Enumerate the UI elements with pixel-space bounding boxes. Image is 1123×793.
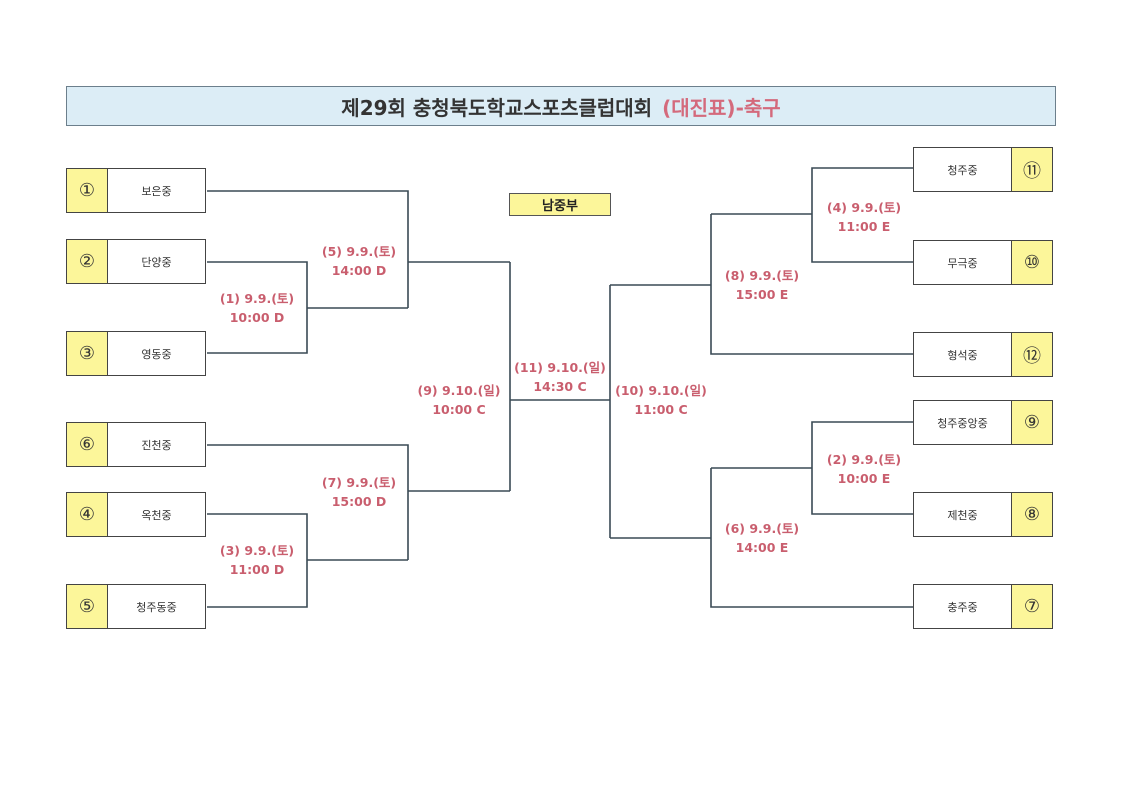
match-date: (8) 9.9.(토) — [724, 268, 800, 283]
match-label-6: (6) 9.9.(토) 14:00 E — [725, 519, 799, 557]
seed-number: ⑩ — [1011, 241, 1052, 284]
team-name: 옥천중 — [141, 508, 172, 522]
match-label-8: (8) 9.9.(토) 15:00 E — [725, 266, 799, 304]
line-m5 — [207, 190, 510, 308]
team-name: 진천중 — [141, 438, 172, 452]
match-time: 11:00 E — [837, 219, 891, 234]
seed-number: ⑦ — [1011, 585, 1052, 628]
match-label-3: (3) 9.9.(토) 11:00 D — [220, 541, 294, 579]
team-name: 제천중 — [947, 508, 978, 522]
line-m8 — [610, 214, 913, 355]
match-date: (9) 9.10.(일) — [417, 383, 501, 398]
bracket-title: 제29회 충청북도학교스포츠클럽대회 (대진표)-축구 — [66, 86, 1056, 126]
team-slot-right-1: 청주중 ⑪ — [913, 147, 1053, 192]
match-time: 14:30 C — [533, 379, 587, 394]
line-m6 — [610, 468, 913, 608]
team-slot-left-1: ① 보은중 — [66, 168, 206, 213]
team-name: 영동중 — [141, 347, 172, 361]
team-name: 단양중 — [141, 255, 172, 269]
team-name: 보은중 — [141, 184, 172, 198]
team-slot-right-6: 충주중 ⑦ — [913, 584, 1053, 629]
seed-number: ⑥ — [67, 423, 108, 466]
match-label-1: (1) 9.9.(토) 10:00 D — [220, 289, 294, 327]
team-slot-left-2: ② 단양중 — [66, 239, 206, 284]
match-date: (6) 9.9.(토) — [724, 521, 800, 536]
team-slot-left-4: ⑥ 진천중 — [66, 422, 206, 467]
match-label-2: (2) 9.9.(토) 10:00 E — [827, 450, 901, 488]
title-main: 제29회 충청북도학교스포츠클럽대회 — [341, 95, 653, 120]
title-accent: (대진표)-축구 — [662, 95, 781, 120]
line-m7 — [207, 444, 510, 560]
seed-number: ① — [67, 169, 108, 212]
team-slot-left-5: ④ 옥천중 — [66, 492, 206, 537]
match-label-9: (9) 9.10.(일) 10:00 C — [418, 381, 501, 419]
match-label-7: (7) 9.9.(토) 15:00 D — [322, 473, 396, 511]
match-time: 15:00 D — [331, 494, 387, 509]
team-slot-right-2: 무극중 ⑩ — [913, 240, 1053, 285]
match-time: 11:00 C — [634, 402, 688, 417]
team-slot-right-5: 제천중 ⑧ — [913, 492, 1053, 537]
match-label-5: (5) 9.9.(토) 14:00 D — [322, 242, 396, 280]
match-time: 14:00 D — [331, 263, 387, 278]
team-slot-right-3: 형석중 ⑫ — [913, 332, 1053, 377]
match-label-4: (4) 9.9.(토) 11:00 E — [827, 198, 901, 236]
match-time: 10:00 D — [229, 310, 285, 325]
match-label-11: (11) 9.10.(일) 14:30 C — [514, 358, 606, 396]
match-date: (1) 9.9.(토) — [219, 291, 295, 306]
team-name: 청주중앙중 — [937, 416, 988, 430]
match-date: (4) 9.9.(토) — [826, 200, 902, 215]
match-date: (10) 9.10.(일) — [615, 383, 707, 398]
match-time: 10:00 E — [837, 471, 891, 486]
match-time: 10:00 C — [432, 402, 486, 417]
team-slot-right-4: 청주중앙중 ⑨ — [913, 400, 1053, 445]
team-slot-left-3: ③ 영동중 — [66, 331, 206, 376]
match-label-10: (10) 9.10.(일) 11:00 C — [615, 381, 707, 419]
team-name: 무극중 — [947, 256, 978, 270]
division-label: 남중부 — [509, 193, 611, 216]
seed-number: ④ — [67, 493, 108, 536]
match-time: 15:00 E — [735, 287, 789, 302]
line-m3 — [207, 513, 408, 608]
seed-number: ⑨ — [1011, 401, 1052, 444]
match-time: 14:00 E — [735, 540, 789, 555]
team-name: 형석중 — [947, 348, 978, 362]
seed-number: ⑫ — [1011, 333, 1052, 376]
seed-number: ② — [67, 240, 108, 283]
seed-number: ⑪ — [1011, 148, 1052, 191]
line-m2 — [711, 421, 913, 515]
team-name: 청주동중 — [136, 600, 177, 614]
match-date: (7) 9.9.(토) — [321, 475, 397, 490]
seed-number: ⑤ — [67, 585, 108, 628]
team-name: 충주중 — [947, 600, 978, 614]
match-date: (11) 9.10.(일) — [514, 360, 606, 375]
match-date: (3) 9.9.(토) — [219, 543, 295, 558]
team-slot-left-6: ⑤ 청주동중 — [66, 584, 206, 629]
line-m4 — [711, 167, 913, 263]
match-date: (2) 9.9.(토) — [826, 452, 902, 467]
team-name: 청주중 — [947, 163, 978, 177]
match-date: (5) 9.9.(토) — [321, 244, 397, 259]
seed-number: ⑧ — [1011, 493, 1052, 536]
line-m1 — [207, 261, 408, 354]
seed-number: ③ — [67, 332, 108, 375]
line-m9 — [509, 262, 610, 491]
match-time: 11:00 D — [229, 562, 285, 577]
